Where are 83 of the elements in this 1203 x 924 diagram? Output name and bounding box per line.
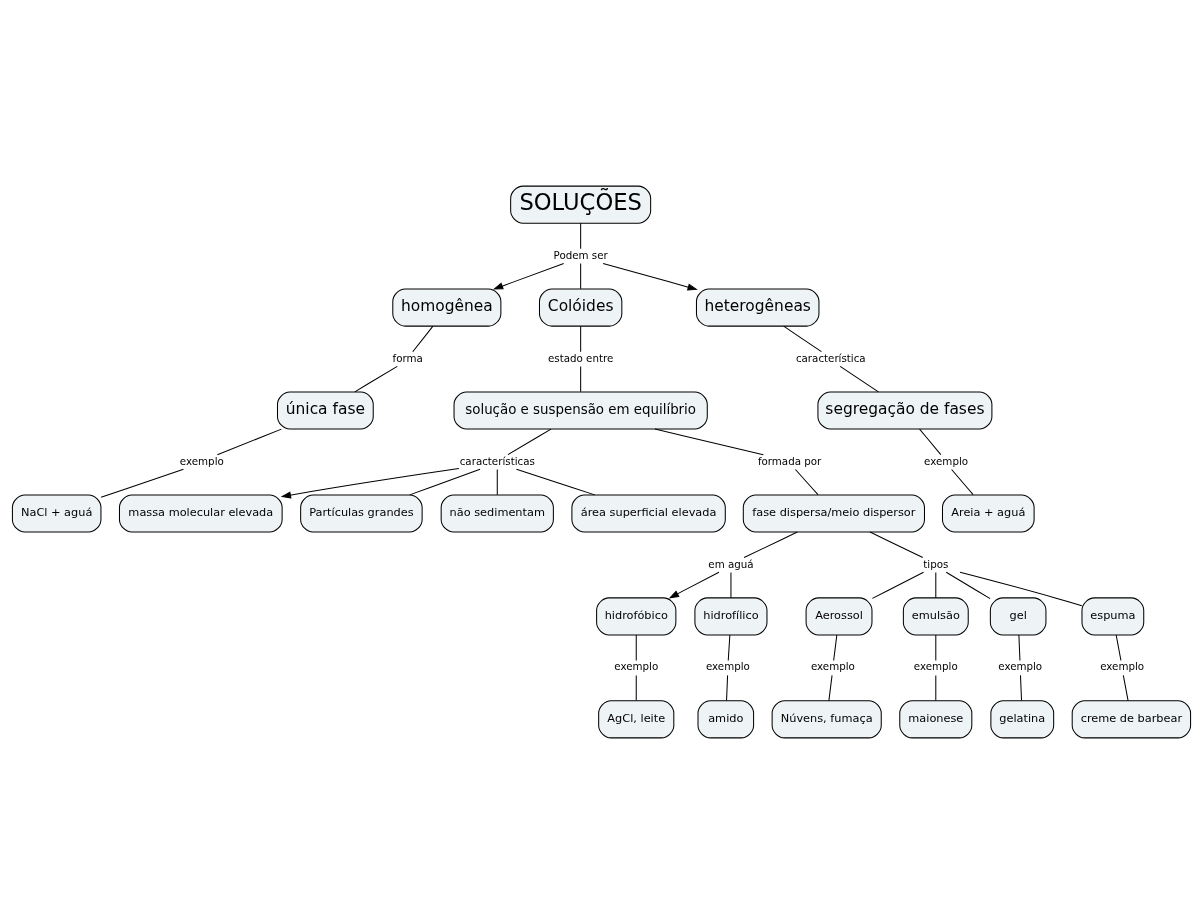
node-text: exemplo: [614, 660, 659, 673]
node-box: heterogêneas: [695, 288, 820, 327]
node-box: Areia + aguá: [941, 494, 1035, 533]
node-box: espuma: [1081, 597, 1145, 636]
node-text: em aguá: [708, 557, 754, 570]
node-box: Colóides: [538, 288, 623, 327]
node-box: hidrofílico: [694, 597, 768, 636]
node-text: forma: [392, 351, 423, 364]
node-box: solução e suspensão em equilíbrio: [453, 391, 708, 430]
connector: [783, 325, 822, 353]
node-box: Partículas grandes: [300, 494, 423, 533]
connector: [1115, 634, 1122, 662]
connector: [833, 634, 838, 662]
connector: [730, 571, 732, 599]
node-box: Aerossol: [805, 597, 873, 636]
node-box: segregação de fases: [817, 391, 993, 430]
connector: [726, 674, 729, 702]
node-text: exemplo: [998, 660, 1043, 673]
connector: [869, 531, 924, 559]
node-text: exemplo: [179, 454, 224, 467]
connector: [1122, 674, 1129, 702]
connector: [654, 428, 764, 456]
connector: [635, 674, 637, 702]
node-box: Núvens, fumaça: [771, 700, 882, 739]
connector: [727, 634, 731, 662]
node-box: gel: [989, 597, 1047, 636]
connector: [794, 468, 819, 496]
node-box: gelatina: [990, 700, 1055, 739]
arrow: [668, 571, 720, 599]
node-box: maionese: [899, 700, 973, 739]
arrow: [280, 468, 460, 499]
node-box: amido: [697, 700, 755, 739]
node-text: exemplo: [924, 454, 969, 467]
connector: [580, 263, 582, 290]
connector: [828, 674, 833, 702]
node-text: característica: [795, 351, 866, 364]
connector: [1019, 674, 1023, 702]
connector: [871, 571, 925, 599]
connector: [409, 468, 481, 496]
node-box: AgCl, leite: [598, 700, 675, 739]
node-text: estado entre: [548, 351, 614, 364]
node-box: não sedimentam: [440, 494, 554, 533]
node-box: NaCl + aguá: [11, 494, 102, 533]
connector: [515, 468, 596, 496]
connector: [743, 531, 798, 559]
node-box: hidrofóbico: [596, 597, 677, 636]
connector: [580, 366, 582, 393]
connector: [919, 428, 942, 456]
node-box: massa molecular elevada: [118, 494, 283, 533]
arrow: [602, 262, 698, 291]
connector: [580, 222, 582, 250]
connector: [935, 634, 937, 662]
connector: [354, 365, 398, 393]
node-box: única fase: [276, 391, 374, 430]
connector: [635, 634, 637, 662]
connector: [412, 325, 434, 353]
node-text: exemplo: [913, 660, 958, 673]
node-box: homogênea: [392, 288, 502, 327]
connector: [496, 468, 498, 496]
node-text: exemplo: [810, 660, 855, 673]
connector: [1018, 634, 1021, 662]
node-box: fase dispersa/meio dispersor: [742, 494, 925, 533]
connector: [100, 468, 184, 498]
arrow: [492, 262, 565, 290]
node-text: tipos: [923, 557, 949, 570]
node-text: formada por: [757, 454, 822, 467]
node-box: emulsão: [902, 597, 969, 636]
node-box: área superficial elevada: [571, 494, 726, 533]
connector: [935, 571, 937, 599]
connector: [945, 571, 991, 600]
connector: [216, 428, 282, 456]
connector: [959, 571, 1083, 607]
node-text: exemplo: [705, 660, 750, 673]
connector: [507, 428, 552, 456]
connector: [839, 365, 879, 393]
node-text: características: [459, 454, 535, 467]
connector: [951, 468, 974, 496]
node-box: SOLUÇÕES: [510, 185, 652, 224]
node-text: Podem ser: [553, 248, 608, 261]
connector: [580, 325, 582, 353]
node-text: exemplo: [1100, 660, 1145, 673]
connector: [935, 674, 937, 702]
node-box: creme de barbear: [1071, 700, 1192, 739]
